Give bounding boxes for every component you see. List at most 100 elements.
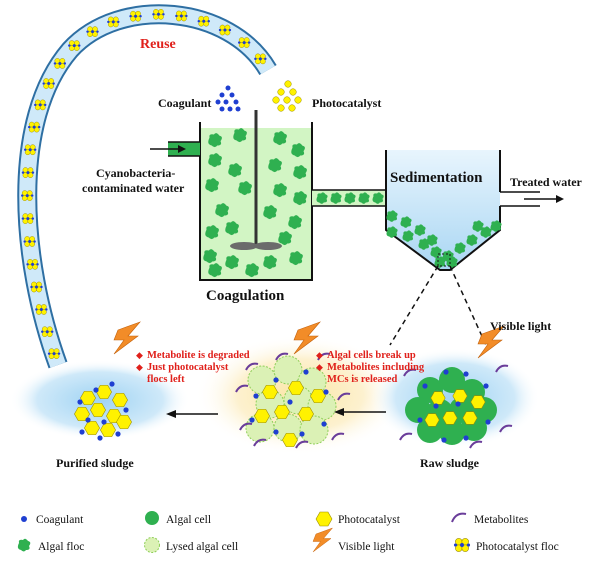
coagulant <box>79 429 85 435</box>
reuse-pipe <box>17 4 277 369</box>
coagulant <box>463 435 469 441</box>
coagulant <box>485 419 491 425</box>
note-right-3: MCs is released <box>327 374 398 385</box>
sedimentation-label: Sedimentation <box>390 170 483 186</box>
coagulant <box>249 417 255 423</box>
coagulant <box>253 393 259 399</box>
coagulant-dose <box>215 85 241 112</box>
coagulant <box>123 407 129 413</box>
photocatalyst-floc <box>237 36 251 49</box>
photocatalyst-dose <box>272 80 302 112</box>
photocatalyst-floc <box>21 167 35 179</box>
legend-algal-floc: Algal floc <box>38 541 84 553</box>
purified-sludge-label: Purified sludge <box>56 456 134 470</box>
coagulant <box>441 437 447 443</box>
photocatalyst-floc <box>53 57 67 70</box>
coagulation-label: Coagulation <box>206 288 285 304</box>
photocatalyst-floc <box>106 16 121 28</box>
coagulant <box>417 417 423 423</box>
purified-sludge-cluster <box>74 381 132 441</box>
coagulant <box>273 429 279 435</box>
svg-text:◆: ◆ <box>316 362 323 372</box>
svg-text:◆: ◆ <box>136 350 143 360</box>
algal-cell <box>405 397 431 423</box>
coagulant <box>443 369 449 375</box>
coagulant <box>115 431 121 437</box>
svg-text:◆: ◆ <box>316 350 323 360</box>
coagulant <box>101 419 107 425</box>
raw-sludge-label: Raw sludge <box>420 456 480 470</box>
coagulant <box>85 417 91 423</box>
photocatalyst-floc <box>174 10 189 22</box>
legend-lysed-algal-cell: Lysed algal cell <box>166 541 238 553</box>
metabolite <box>399 432 413 441</box>
metabolite <box>295 440 309 449</box>
coagulant <box>287 399 293 405</box>
reuse-label: Reuse <box>140 37 176 52</box>
svg-text:◆: ◆ <box>136 362 143 372</box>
coagulant <box>303 369 309 375</box>
photocatalyst-floc <box>23 144 37 156</box>
legend: Coagulant Algal cell Photocatalyst Metab… <box>17 511 559 553</box>
coagulant <box>97 435 103 441</box>
coagulant <box>455 401 461 407</box>
note-left-2: Just photocatalyst <box>147 362 229 373</box>
legend-metabolites: Metabolites <box>474 514 529 526</box>
photocatalyst-floc <box>34 303 49 316</box>
note-left-1: Metabolite is degraded <box>147 350 250 361</box>
coagulant <box>433 403 439 409</box>
metabolite <box>275 352 289 361</box>
photocatalyst-floc <box>20 190 34 202</box>
legend-photocatalyst-floc: Photocatalyst floc <box>476 541 559 553</box>
legend-photocatalyst: Photocatalyst <box>338 514 401 526</box>
metabolite <box>253 438 267 447</box>
coagulant <box>93 387 99 393</box>
photocatalyst-floc <box>253 53 268 65</box>
legend-algal-cell: Algal cell <box>166 514 211 526</box>
photocatalyst-floc <box>85 26 100 38</box>
metabolite <box>499 424 513 433</box>
photocatalyst-floc <box>29 281 44 293</box>
photocatalyst-floc <box>27 121 41 133</box>
transfer-pipe <box>312 189 386 207</box>
coagulant <box>109 381 115 387</box>
note-right-2: Metabolites including <box>327 362 425 373</box>
photocatalyst-floc <box>40 326 54 338</box>
lysed-algal-cell <box>299 415 329 445</box>
photocatalyst-floc <box>41 77 56 90</box>
lysing-sludge-cluster <box>235 352 351 449</box>
treated-water-label: Treated water <box>510 175 583 189</box>
photocatalyst-floc <box>218 24 232 36</box>
metabolite <box>495 364 509 373</box>
notes-right: ◆ Algal cells break up ◆ Metabolites inc… <box>316 350 425 385</box>
metabolite <box>469 440 483 449</box>
coagulant <box>422 383 428 389</box>
process-arrow-left <box>166 410 218 418</box>
photocatalyst-floc <box>33 99 47 111</box>
raw-sludge-cluster <box>399 364 513 449</box>
coagulant <box>273 377 279 383</box>
process-arrow-right <box>334 408 386 416</box>
legend-coagulant: Coagulant <box>36 514 84 526</box>
note-left-3: flocs left <box>147 374 185 385</box>
metabolite <box>403 368 417 377</box>
inflow-label-line1: Cyanobacteria- <box>96 166 175 180</box>
note-right-1: Algal cells break up <box>327 350 416 361</box>
notes-left: ◆ Metabolite is degraded ◆ Just photocat… <box>136 350 250 385</box>
coagulant <box>463 371 469 377</box>
inflow-label-line2: contaminated water <box>82 181 185 195</box>
coagulant <box>483 383 489 389</box>
metabolite <box>235 384 249 393</box>
photocatalyst-floc <box>22 235 37 248</box>
coagulation-tank <box>150 110 313 281</box>
coagulant-label: Coagulant <box>158 96 211 110</box>
photocatalyst-floc <box>21 212 35 225</box>
lysed-algal-cell <box>273 355 303 385</box>
photocatalyst-floc <box>197 15 211 27</box>
photocatalyst-floc <box>25 258 40 270</box>
metabolite <box>337 392 351 401</box>
metabolite <box>239 422 253 431</box>
photocatalyst-label: Photocatalyst <box>312 96 381 110</box>
photocatalyst-floc <box>151 8 166 20</box>
